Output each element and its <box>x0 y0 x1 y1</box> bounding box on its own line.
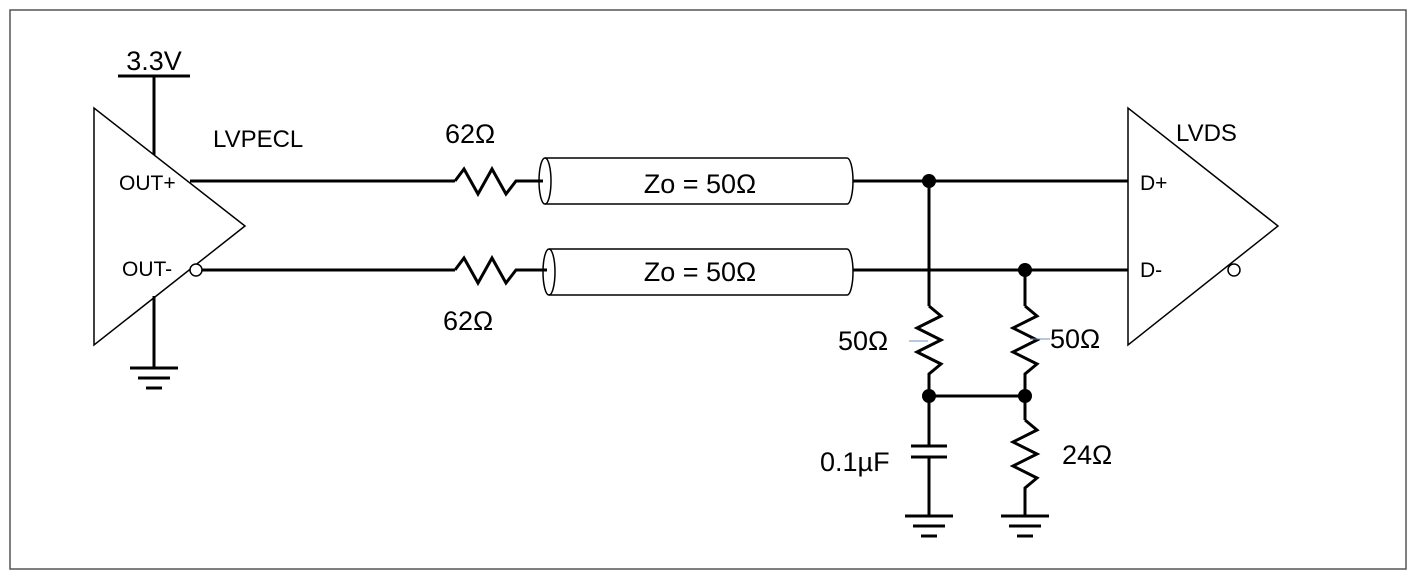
driver-ground <box>130 296 178 390</box>
driver-out-plus-label: OUT+ <box>119 172 176 195</box>
lvpecl-driver: LVPECL OUT+ OUT- <box>93 106 303 347</box>
supply-voltage-label: 3.3V <box>126 46 182 76</box>
bias-resistor-icon <box>1009 418 1041 516</box>
driver-triangle <box>93 106 247 347</box>
top-signal-path: 62Ω Zo = 50Ω <box>190 119 1128 205</box>
transmission-line-top-icon <box>545 157 854 205</box>
junction-dot <box>1018 389 1032 403</box>
termination-resistor-right-label: 50Ω <box>1050 324 1100 354</box>
inversion-bubble-icon <box>189 263 203 277</box>
series-resistor-top-icon <box>453 165 543 198</box>
transmission-line-bottom-label: Zo = 50Ω <box>644 257 757 287</box>
driver-name-label: LVPECL <box>213 126 303 153</box>
lvds-receiver: LVDS D+ D- <box>1127 106 1280 347</box>
bottom-signal-path: 62Ω Zo = 50Ω <box>202 248 1128 336</box>
transmission-line-top-label: Zo = 50Ω <box>644 169 757 199</box>
termination-network: 50Ω 50Ω 0.1µF 24Ω <box>820 174 1112 538</box>
series-resistor-top-label: 62Ω <box>445 119 495 149</box>
supply-rail: 3.3V <box>118 46 190 155</box>
receiver-name-label: LVDS <box>1176 120 1237 147</box>
junction-dot <box>922 389 936 403</box>
receiver-in-minus-label: D- <box>1140 259 1162 282</box>
series-resistor-bottom-label: 62Ω <box>443 306 493 336</box>
junction-dot <box>922 174 936 188</box>
termination-resistor-left-label: 50Ω <box>838 326 888 356</box>
diagram-frame <box>9 9 1407 570</box>
termination-resistor-right-icon <box>1009 304 1041 396</box>
driver-out-minus-label: OUT- <box>122 258 172 281</box>
capacitor-label: 0.1µF <box>820 447 890 477</box>
inversion-bubble-icon <box>1227 263 1241 277</box>
bias-resistor-label: 24Ω <box>1062 440 1112 470</box>
junction-dot <box>1018 263 1032 277</box>
receiver-in-plus-label: D+ <box>1140 172 1167 195</box>
series-resistor-bottom-icon <box>453 254 547 287</box>
receiver-triangle <box>1127 106 1280 347</box>
termination-resistor-left-icon <box>913 304 945 396</box>
transmission-line-bottom-icon <box>549 248 854 296</box>
